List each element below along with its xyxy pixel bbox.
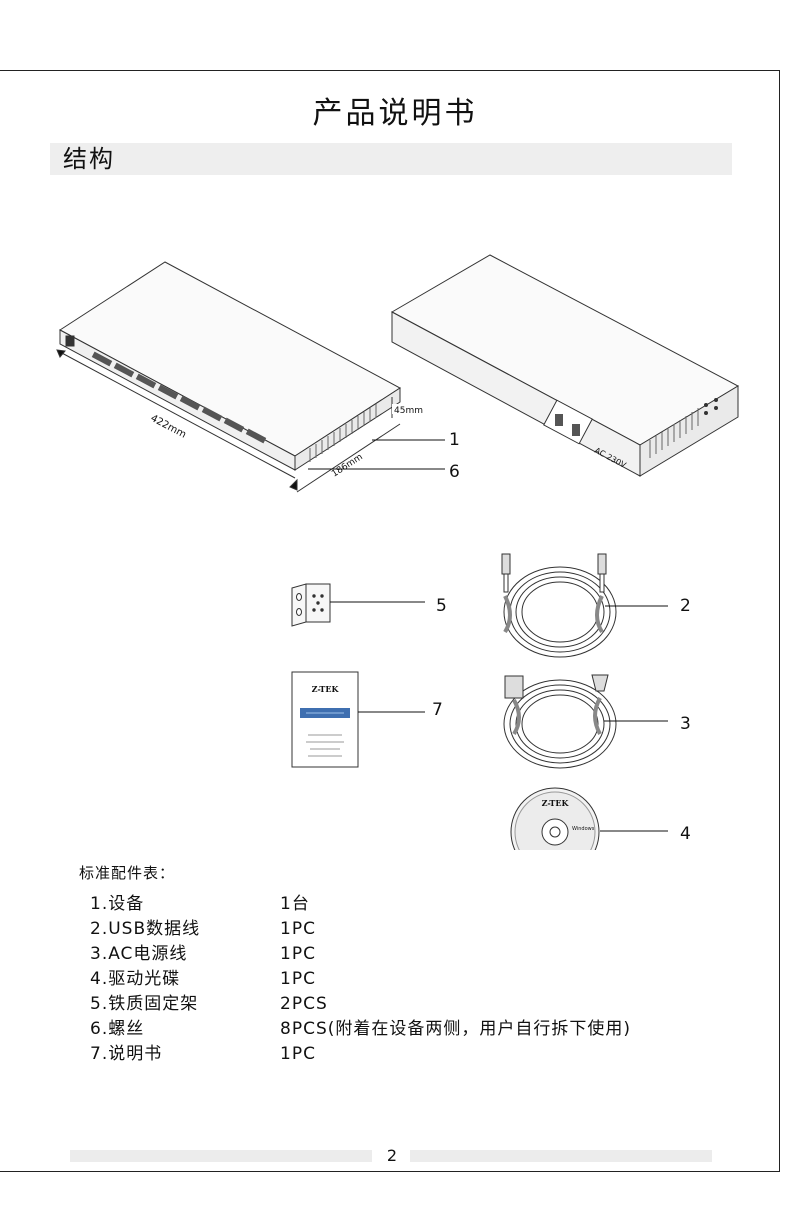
usb-cable <box>501 553 668 658</box>
structure-diagram: 45mm 422mm 186mm AC 230V <box>56 254 740 850</box>
accessory-qty: 1PC <box>280 1044 316 1064</box>
cd-brand-label: Z-TEK <box>542 798 570 808</box>
accessory-name: 5.铁质固定架 <box>90 994 199 1014</box>
callout-7: 7 <box>432 700 443 720</box>
accessory-qty: 1台 <box>280 894 310 914</box>
ac-power-cable <box>503 674 668 769</box>
accessory-name: 2.USB数据线 <box>90 919 201 939</box>
driver-cd: Z-TEK Windows <box>510 787 668 850</box>
accessory-qty: 2PCS <box>280 994 328 1014</box>
accessory-name: 3.AC电源线 <box>90 944 188 964</box>
manual-booklet: Z-TEK <box>291 671 425 768</box>
height-dimension-label: 45mm <box>394 406 423 416</box>
accessory-qty: 1PC <box>280 944 316 964</box>
accessory-qty: 8PCS(附着在设备两侧，用户自行拆下使用) <box>280 1019 631 1039</box>
device-front-view: 45mm 422mm 186mm <box>56 261 445 493</box>
page-frame <box>0 70 780 1172</box>
footer-bar-right <box>410 1150 712 1162</box>
device-rear-view: AC 230V <box>390 254 740 477</box>
accessory-qty: 1PC <box>280 969 316 989</box>
accessory-qty: 1PC <box>280 919 316 939</box>
callout-6: 6 <box>449 462 460 482</box>
callout-4: 4 <box>680 824 691 844</box>
cd-os-label: Windows <box>572 826 595 832</box>
accessory-name: 4.驱动光碟 <box>90 969 181 989</box>
page-number: 2 <box>386 1146 398 1165</box>
section-header-bar <box>50 143 732 175</box>
footer-bar-left <box>70 1150 372 1162</box>
mounting-bracket <box>291 583 425 627</box>
accessories-title: 标准配件表： <box>79 864 176 882</box>
callout-1: 1 <box>449 430 460 450</box>
callout-5: 5 <box>436 596 447 616</box>
manual-brand-label: Z-TEK <box>312 684 340 694</box>
page-title: 产品说明书 <box>312 96 478 131</box>
callout-3: 3 <box>680 714 691 734</box>
accessory-name: 1.设备 <box>90 894 145 914</box>
accessory-name: 7.说明书 <box>90 1044 163 1064</box>
callout-2: 2 <box>680 596 691 616</box>
width-dimension-label: 186mm <box>330 452 365 479</box>
accessory-name: 6.螺丝 <box>90 1019 145 1039</box>
section-title: 结构 <box>63 145 115 173</box>
